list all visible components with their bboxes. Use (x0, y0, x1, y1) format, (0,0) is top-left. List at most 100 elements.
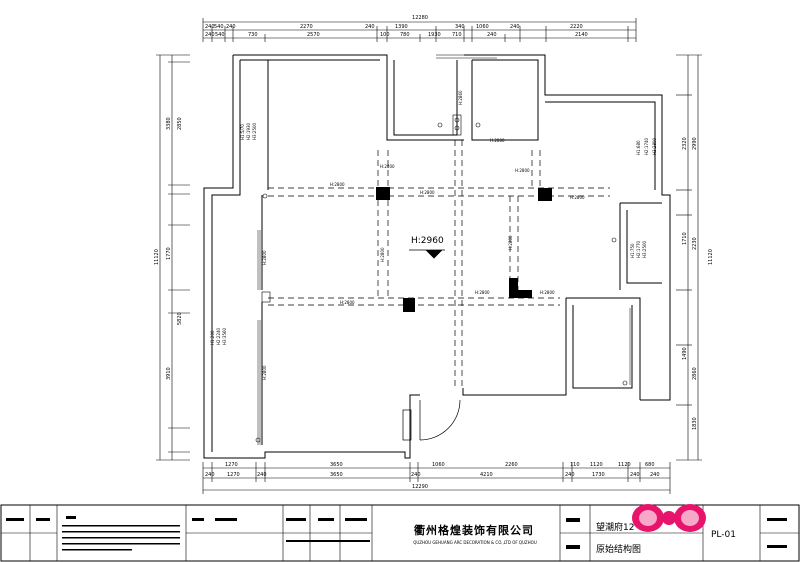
overall-width-bottom: 12290 (412, 484, 428, 490)
title-block-grid (1, 505, 799, 561)
svg-text:240: 240 (205, 32, 215, 38)
overall-height-right: 11120 (708, 249, 714, 265)
beam-lines (268, 140, 610, 388)
svg-text:2230: 2230 (692, 237, 698, 250)
windows (257, 54, 631, 445)
svg-text:2260: 2260 (505, 462, 518, 468)
drawing-number: PL-01 (711, 530, 736, 540)
svg-text:240: 240 (411, 472, 421, 478)
svg-text:240: 240 (365, 24, 375, 30)
svg-text:H:2800: H:2800 (490, 138, 505, 143)
svg-text:H:2800: H:2800 (475, 290, 490, 295)
right-dimensions (676, 54, 702, 461)
svg-text:1120: 1120 (590, 462, 603, 468)
svg-text:H2:2240: H2:2240 (216, 327, 221, 345)
elevation-symbol (409, 249, 445, 259)
svg-text:1120: 1120 (618, 462, 631, 468)
svg-text:3650: 3650 (330, 472, 343, 478)
svg-text:2220: 2220 (570, 24, 583, 30)
svg-text:2990: 2990 (692, 137, 698, 150)
svg-text:H:2800: H:2800 (420, 190, 435, 195)
overall-height-left: 11120 (154, 249, 160, 265)
walls (203, 54, 671, 459)
company-logo-bow (632, 504, 706, 532)
svg-text:H2:1740: H2:1740 (644, 137, 649, 155)
svg-text:2570: 2570 (307, 32, 320, 38)
columns[interactable] (376, 187, 552, 312)
svg-text:H:2800: H:2800 (508, 235, 513, 250)
svg-text:1060: 1060 (476, 24, 489, 30)
company-name-en: QUZHOU GEHUANG ARC DECORATION & CO.,LTD … (413, 540, 537, 545)
svg-text:1060: 1060 (432, 462, 445, 468)
svg-text:3380: 3380 (166, 117, 172, 130)
svg-text:1710: 1710 (682, 232, 688, 245)
svg-text:540: 540 (214, 24, 224, 30)
svg-text:240: 240 (257, 472, 267, 478)
svg-text:H3:2800: H3:2800 (652, 137, 657, 155)
overall-width-top: 12280 (412, 15, 428, 21)
svg-text:680: 680 (645, 462, 655, 468)
title-block-marks (6, 516, 787, 549)
svg-text:H:2800: H:2800 (380, 164, 395, 169)
svg-text:2860: 2860 (692, 367, 698, 380)
svg-text:5820: 5820 (177, 312, 183, 325)
svg-text:H1:750: H1:750 (630, 243, 635, 258)
svg-text:H:2800: H:2800 (380, 247, 385, 262)
svg-text:1930: 1930 (428, 32, 441, 38)
svg-text:H1:680: H1:680 (636, 140, 641, 155)
svg-text:2270: 2270 (300, 24, 313, 30)
svg-text:H1:5/70: H1:5/70 (240, 124, 245, 140)
svg-text:240: 240 (565, 472, 575, 478)
svg-text:1270: 1270 (227, 472, 240, 478)
svg-text:H:2800: H:2800 (262, 250, 267, 265)
svg-text:1490: 1490 (682, 347, 688, 360)
svg-text:240: 240 (226, 24, 236, 30)
svg-text:240: 240 (630, 472, 640, 478)
svg-text:3650: 3650 (330, 462, 343, 468)
company-name: 衢州格煌装饰有限公司 (414, 524, 534, 537)
svg-text:100: 100 (380, 32, 390, 38)
svg-text:730: 730 (248, 32, 258, 38)
fixtures (255, 114, 628, 443)
svg-text:240: 240 (510, 24, 520, 30)
svg-text:2320: 2320 (682, 137, 688, 150)
svg-text:H:2800: H:2800 (540, 290, 555, 295)
svg-text:H2:1930: H2:1930 (246, 122, 251, 140)
svg-text:H:2800: H:2800 (515, 168, 530, 173)
svg-text:340: 340 (455, 24, 465, 30)
svg-text:H3:2500: H3:2500 (642, 240, 647, 258)
svg-text:3910: 3910 (166, 367, 172, 380)
svg-text:H:2800: H:2800 (570, 195, 585, 200)
left-dimensions (156, 54, 190, 461)
bottom-dimensions (202, 462, 671, 494)
project-name: 望潮府12 (596, 523, 635, 533)
svg-text:H:2800: H:2800 (330, 182, 345, 187)
svg-text:1390: 1390 (395, 24, 408, 30)
svg-text:2140: 2140 (575, 32, 588, 38)
svg-text:1270: 1270 (225, 462, 238, 468)
svg-text:1830: 1830 (692, 417, 698, 430)
elevation-label: H:2960 (411, 236, 444, 246)
svg-text:540: 540 (215, 32, 225, 38)
entry-door[interactable] (402, 399, 461, 441)
top-dimensions (202, 18, 637, 42)
svg-text:1730: 1730 (592, 472, 605, 478)
svg-text:780: 780 (400, 32, 410, 38)
svg-text:H:2860: H:2860 (458, 90, 463, 105)
svg-text:H2:1770: H2:1770 (636, 240, 641, 258)
svg-text:H3:2500: H3:2500 (252, 122, 257, 140)
svg-text:2850: 2850 (177, 117, 183, 130)
svg-text:1770: 1770 (166, 247, 172, 260)
svg-text:110: 110 (570, 462, 580, 468)
svg-text:240: 240 (205, 472, 215, 478)
svg-text:240: 240 (487, 32, 497, 38)
svg-text:4210: 4210 (480, 472, 493, 478)
svg-text:H:2800: H:2800 (340, 300, 355, 305)
svg-text:H3:3560: H3:3560 (222, 327, 227, 345)
svg-text:710: 710 (452, 32, 462, 38)
drawing-name: 原始结构图 (596, 545, 642, 555)
svg-text:240: 240 (205, 24, 215, 30)
svg-text:240: 240 (650, 472, 660, 478)
notes-text (62, 525, 180, 551)
